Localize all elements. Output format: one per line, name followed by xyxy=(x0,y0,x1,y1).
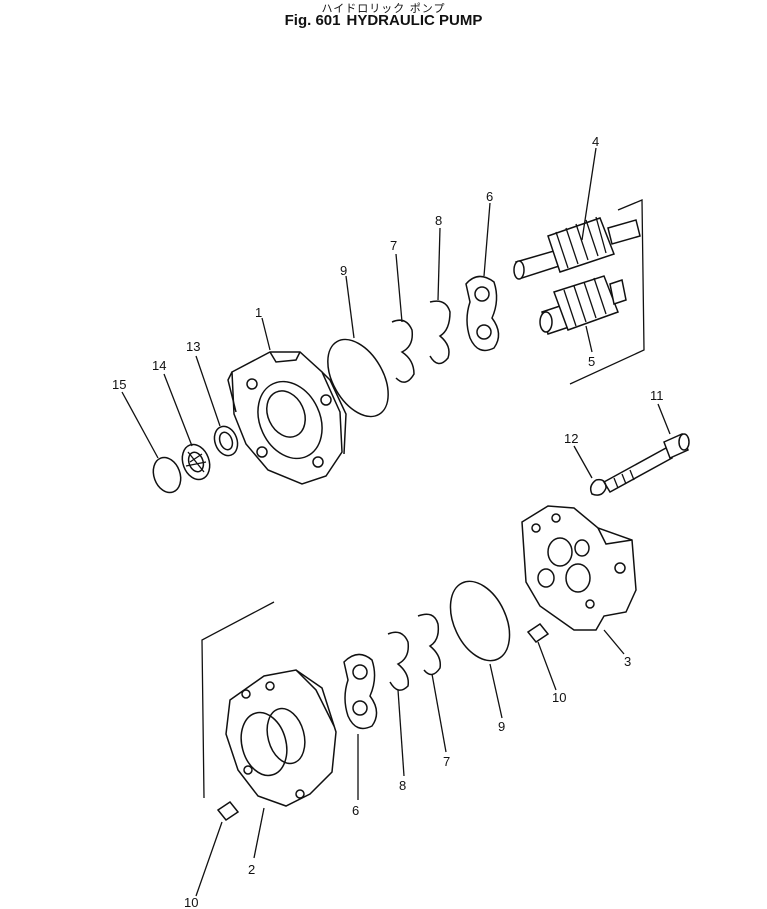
figure-number: Fig. 601 xyxy=(284,12,341,29)
leader-lines xyxy=(121,147,671,897)
callout-6-upper: 6 xyxy=(486,189,493,204)
callout-7-upper: 7 xyxy=(390,238,397,253)
part-front-cover xyxy=(227,351,347,485)
callout-14: 14 xyxy=(152,358,166,373)
callout-8-upper: 8 xyxy=(435,213,442,228)
callout-8-lower: 8 xyxy=(399,778,406,793)
part-backup-ring-upper xyxy=(391,319,415,383)
part-o-ring-upper xyxy=(327,338,389,418)
title-japanese: ハイドロリック ポンプ xyxy=(321,2,446,15)
callout-4: 4 xyxy=(592,134,599,149)
part-dowel-pin-right xyxy=(526,622,550,644)
part-snap-ring xyxy=(152,456,182,494)
part-drive-gear xyxy=(513,216,641,280)
callout-9-lower: 9 xyxy=(498,719,505,734)
part-bolt xyxy=(602,432,690,494)
callout-2: 2 xyxy=(248,862,255,877)
part-seal-lower xyxy=(387,631,410,691)
callout-9-upper: 9 xyxy=(340,263,347,278)
part-backup-ring-lower xyxy=(417,613,442,676)
part-spring-washer xyxy=(589,478,607,496)
callout-10-right: 10 xyxy=(552,690,566,705)
callout-13: 13 xyxy=(186,339,200,354)
part-oil-seal xyxy=(181,443,211,481)
part-pump-body xyxy=(225,669,337,807)
callout-3: 3 xyxy=(624,654,631,669)
group-bracket-upper xyxy=(569,199,645,385)
callout-10-left: 10 xyxy=(184,895,198,909)
part-rear-cover xyxy=(521,505,637,631)
part-dowel-pin-left xyxy=(216,800,240,822)
callout-5: 5 xyxy=(588,354,595,369)
part-washer xyxy=(213,425,239,457)
callout-12: 12 xyxy=(564,431,578,446)
callout-15: 15 xyxy=(112,377,126,392)
callout-6-lower: 6 xyxy=(352,803,359,818)
figure-name: HYDRAULIC PUMP xyxy=(346,12,483,29)
part-wear-plate-lower xyxy=(343,653,378,730)
part-driven-gear xyxy=(539,275,627,335)
group-bracket-lower xyxy=(201,601,275,799)
part-o-ring-lower xyxy=(449,580,511,662)
part-seal-upper xyxy=(429,300,451,365)
callout-1: 1 xyxy=(255,305,262,320)
callout-11: 11 xyxy=(650,388,664,403)
part-wear-plate-upper xyxy=(465,275,500,352)
callout-7-lower: 7 xyxy=(443,754,450,769)
figure-title: Fig. 601 HYDRAULIC PUMP xyxy=(0,12,767,29)
